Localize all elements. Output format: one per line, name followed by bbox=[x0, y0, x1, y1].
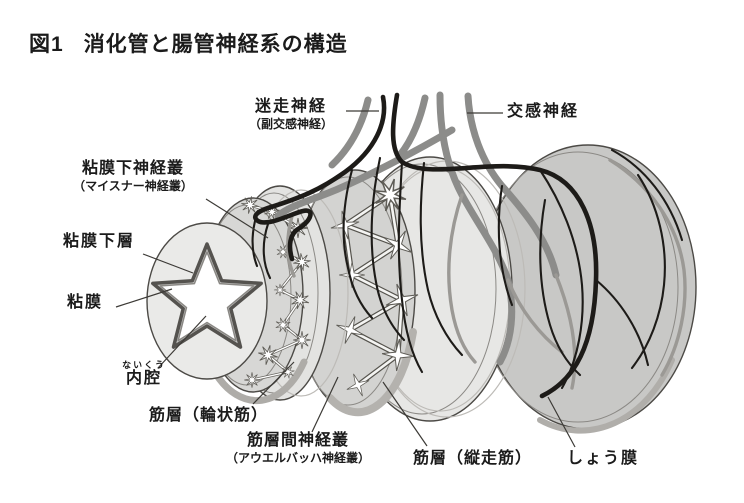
figure-number: 図1 bbox=[29, 33, 64, 56]
lumen-star bbox=[159, 251, 255, 342]
label-longitudinal-muscle: 筋層（縦走筋） bbox=[413, 450, 533, 467]
label-lumen: ないくう 内腔 bbox=[122, 360, 166, 388]
leader-lumen bbox=[157, 315, 207, 369]
label-serosa: しょう膜 bbox=[567, 450, 640, 467]
leader-serosa bbox=[547, 396, 576, 448]
mucosa-disc bbox=[146, 222, 268, 380]
label-myenteric-plexus: 筋層間神経叢 （アウエルバッハ神経叢） bbox=[225, 432, 370, 466]
leader-submucosal-plexus bbox=[205, 198, 269, 239]
vagus-nerve-paths bbox=[251, 92, 684, 399]
leader-longitudinal-muscle bbox=[382, 381, 428, 447]
leader-submucosa bbox=[142, 253, 194, 274]
leader-lines bbox=[115, 110, 576, 448]
leader-myenteric-plexus bbox=[311, 376, 339, 433]
label-mucosa: 粘膜 bbox=[67, 294, 104, 311]
label-circular-muscle: 筋層（輪状筋） bbox=[149, 407, 269, 424]
leader-mucosa bbox=[115, 288, 173, 308]
label-vagus-nerve: 迷走神経 （副交感神経） bbox=[248, 98, 333, 132]
label-sympathetic-nerve: 交感神経 bbox=[507, 103, 580, 120]
label-submucosal-plexus: 粘膜下神経叢 （マイスナー神経叢） bbox=[73, 160, 193, 194]
leader-circular-muscle bbox=[252, 361, 295, 405]
figure-title: 図1 消化管と腸管神経系の構造 bbox=[29, 28, 348, 58]
figure-title-text: 消化管と腸管神経系の構造 bbox=[83, 33, 348, 56]
label-submucosa: 粘膜下層 bbox=[63, 233, 136, 250]
